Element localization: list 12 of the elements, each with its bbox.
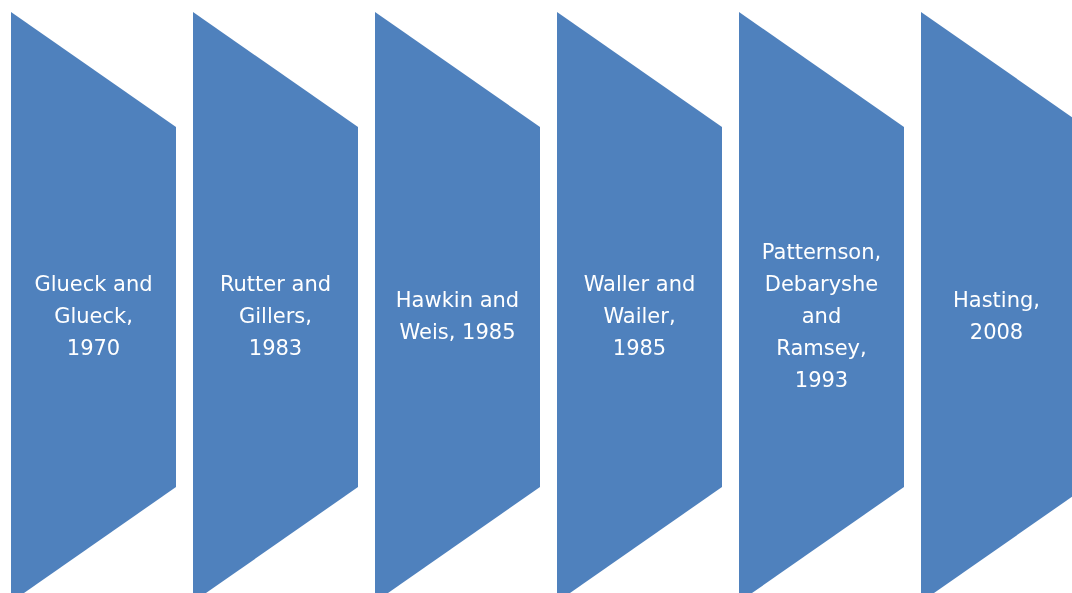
node-label: Waller and Wailer, 1985: [582, 271, 697, 362]
chevron-shape: [375, 12, 540, 593]
chevron-shape: [11, 12, 176, 593]
node-label: Patternson, Debaryshe and Ramsey, 1993: [760, 239, 883, 394]
node-label: Hasting, 2008: [952, 287, 1041, 346]
node-label: Rutter and Gillers, 1983: [218, 271, 333, 362]
node-label: Glueck and Glueck, 1970: [33, 271, 154, 362]
chevron-shape: [921, 12, 1072, 593]
node-label: Hawkin and Weis, 1985: [394, 287, 521, 346]
chevron-shape: [557, 12, 722, 593]
chevron-shape: [193, 12, 358, 593]
chevron-shape: [739, 12, 904, 593]
